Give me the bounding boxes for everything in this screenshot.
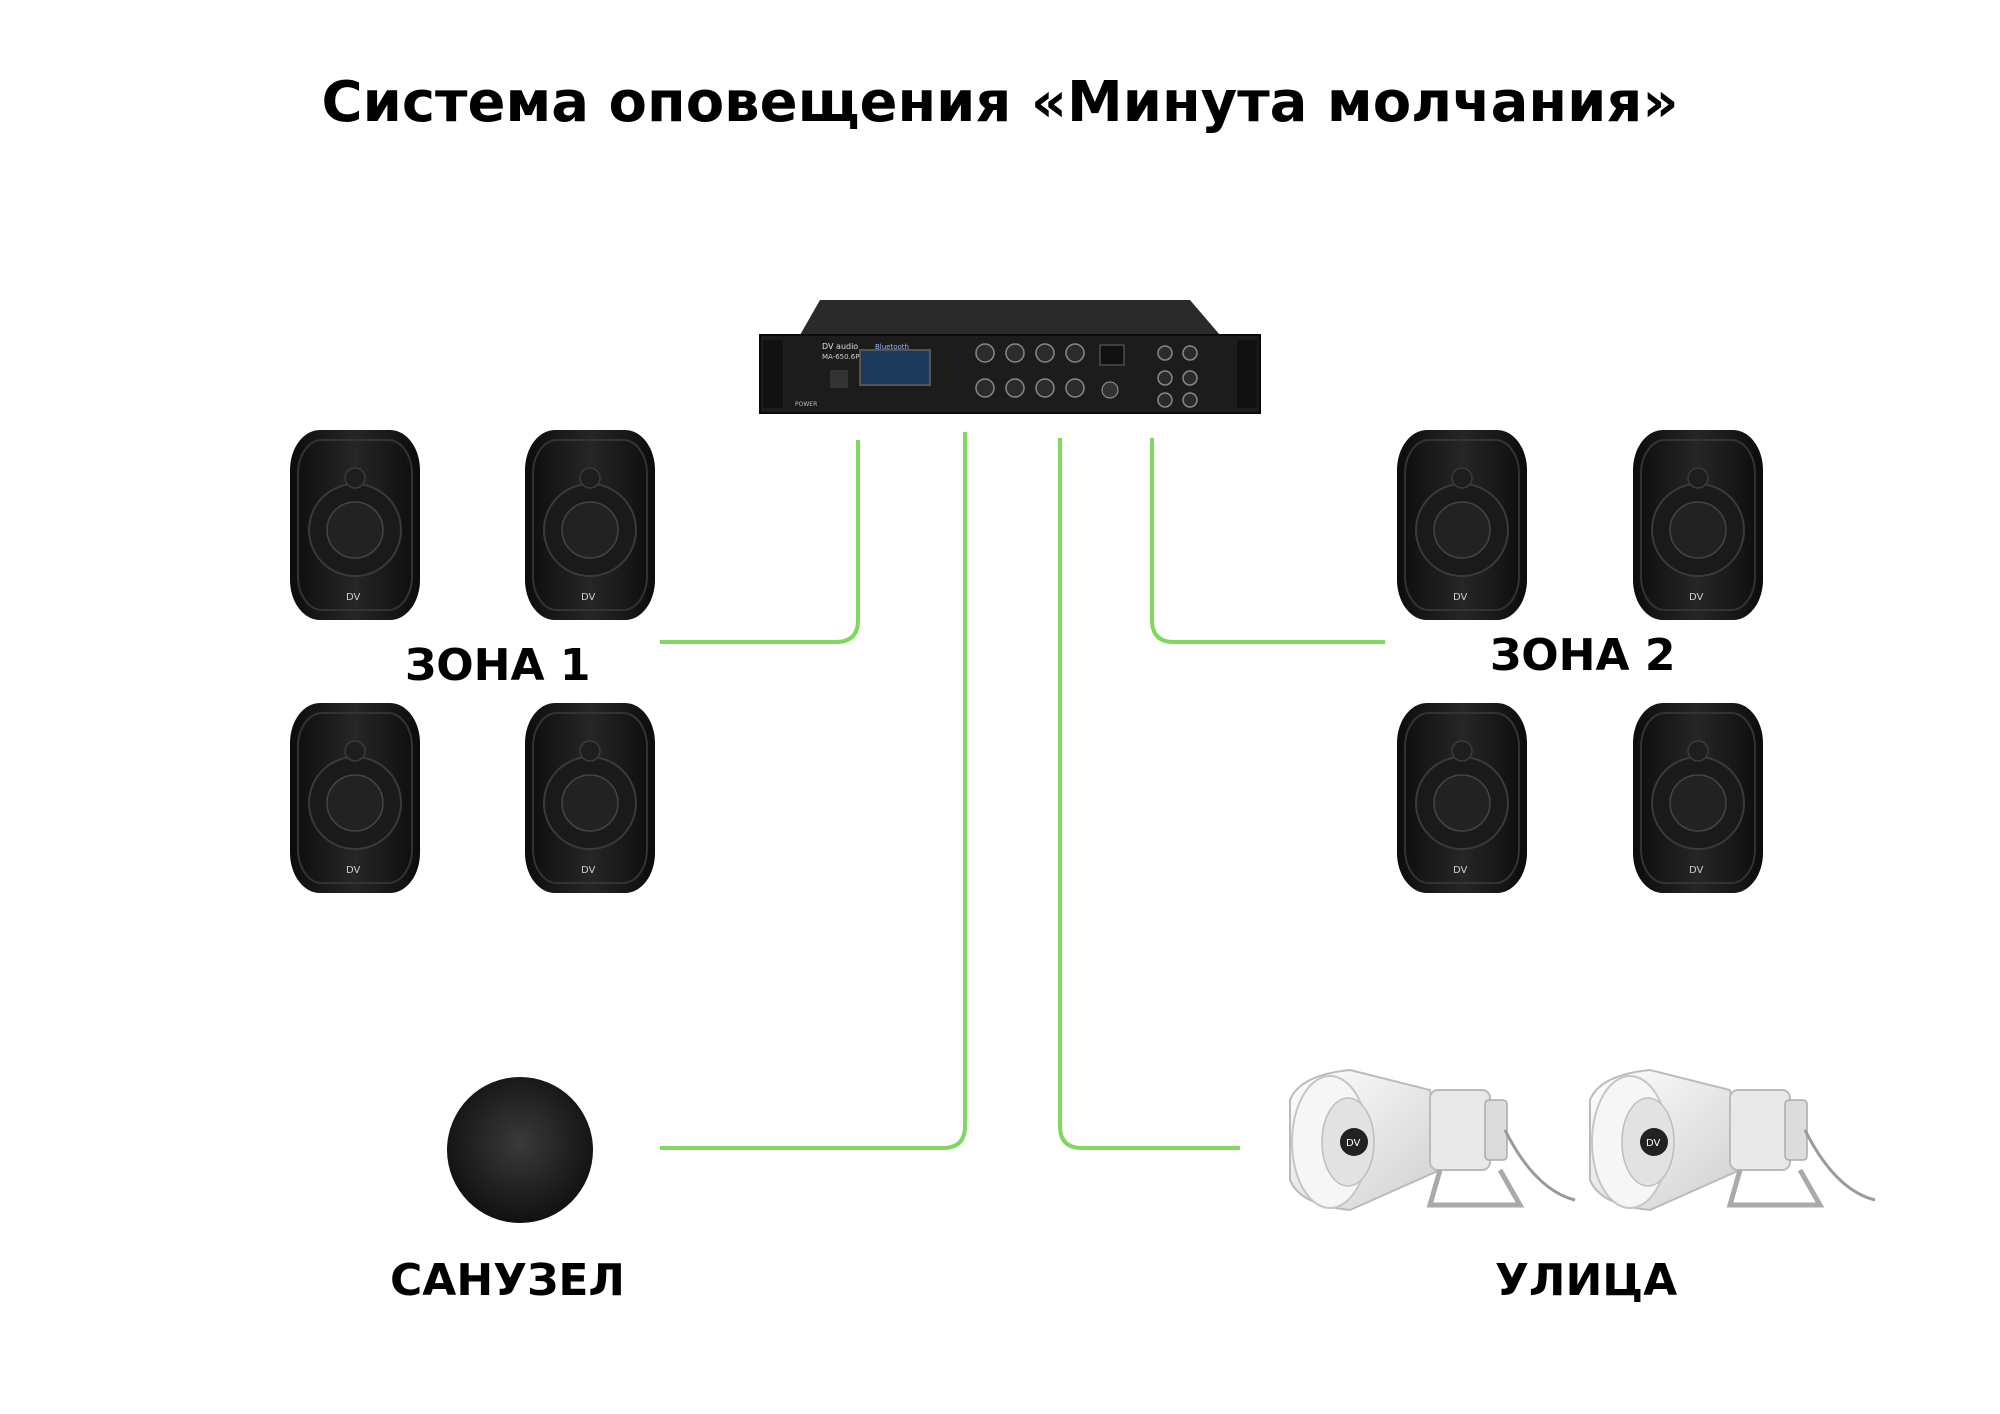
label-zone-2: ЗОНА 2 [1490,630,1676,681]
amplifier-brand: DV audio [822,342,858,351]
speaker-brand: DV [346,592,361,603]
speaker-brand: DV [581,865,596,876]
label-bathroom: САНУЗЕЛ [390,1255,625,1306]
amplifier-icon [759,300,1261,414]
ceiling-speaker-icon [447,1077,593,1223]
speaker-brand: DV [1453,592,1468,603]
speaker-brand: DV [346,865,361,876]
wire-street [1058,438,1240,1150]
wire-zone1 [660,440,860,644]
horn-speaker-icon [1590,1070,1875,1210]
speaker-brand: DV [1646,1138,1661,1149]
speaker-brand: DV [1346,1138,1361,1149]
wire-bathroom [660,432,967,1150]
wires [660,432,1385,1150]
horn-speaker-icon [1290,1070,1575,1210]
speaker-brand: DV [581,592,596,603]
amplifier-model: MA-650.6P [822,353,859,361]
diagram-title: Система оповещения «Минута молчания» [321,70,1679,135]
label-street: УЛИЦА [1495,1255,1678,1306]
speaker-brand: DV [1453,865,1468,876]
power-label: POWER [795,401,817,408]
speaker-brand: DV [1689,592,1704,603]
speaker-brand: DV [1689,865,1704,876]
label-zone-1: ЗОНА 1 [405,640,591,691]
wire-zone2 [1150,438,1385,644]
bluetooth-label: Bluetooth [875,343,909,351]
